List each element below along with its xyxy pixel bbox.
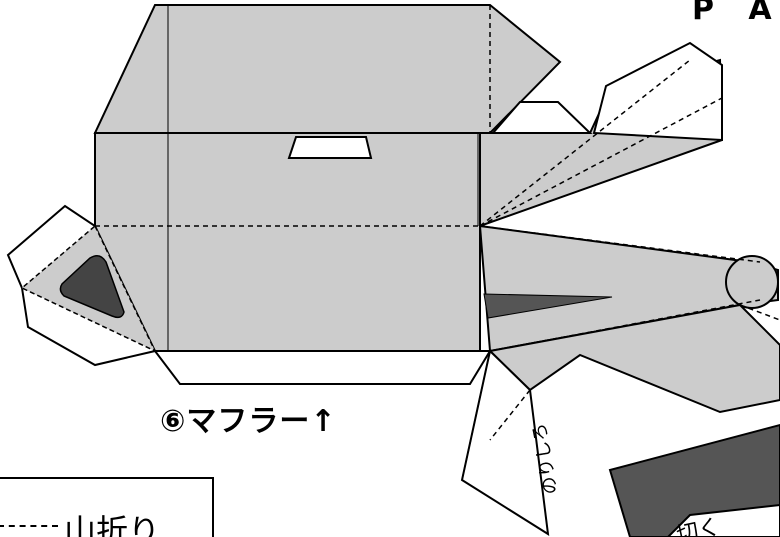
fold-lines xyxy=(95,5,780,481)
top-flap xyxy=(93,4,562,134)
mountain-fold-label: 山折り xyxy=(64,512,161,537)
window-slot xyxy=(287,136,373,159)
valley-lines xyxy=(167,5,479,351)
left-dark-window xyxy=(59,255,125,319)
mountain-fold-sample-line xyxy=(0,525,58,527)
part-label: ⑥マフラー↑ xyxy=(160,404,337,439)
header-text: P A xyxy=(692,0,780,27)
wing-right-tab xyxy=(592,41,723,142)
wing-top-tab xyxy=(490,101,593,134)
bottom-tab xyxy=(152,350,492,385)
lower-wing xyxy=(487,303,780,414)
main-body-panel xyxy=(94,132,481,352)
muffler-end-cap xyxy=(725,255,779,309)
glue-flap xyxy=(460,349,550,536)
tail-dark-stripe xyxy=(483,293,613,319)
fold-legend: 山折り xyxy=(0,477,214,537)
corner-tab xyxy=(666,503,780,537)
